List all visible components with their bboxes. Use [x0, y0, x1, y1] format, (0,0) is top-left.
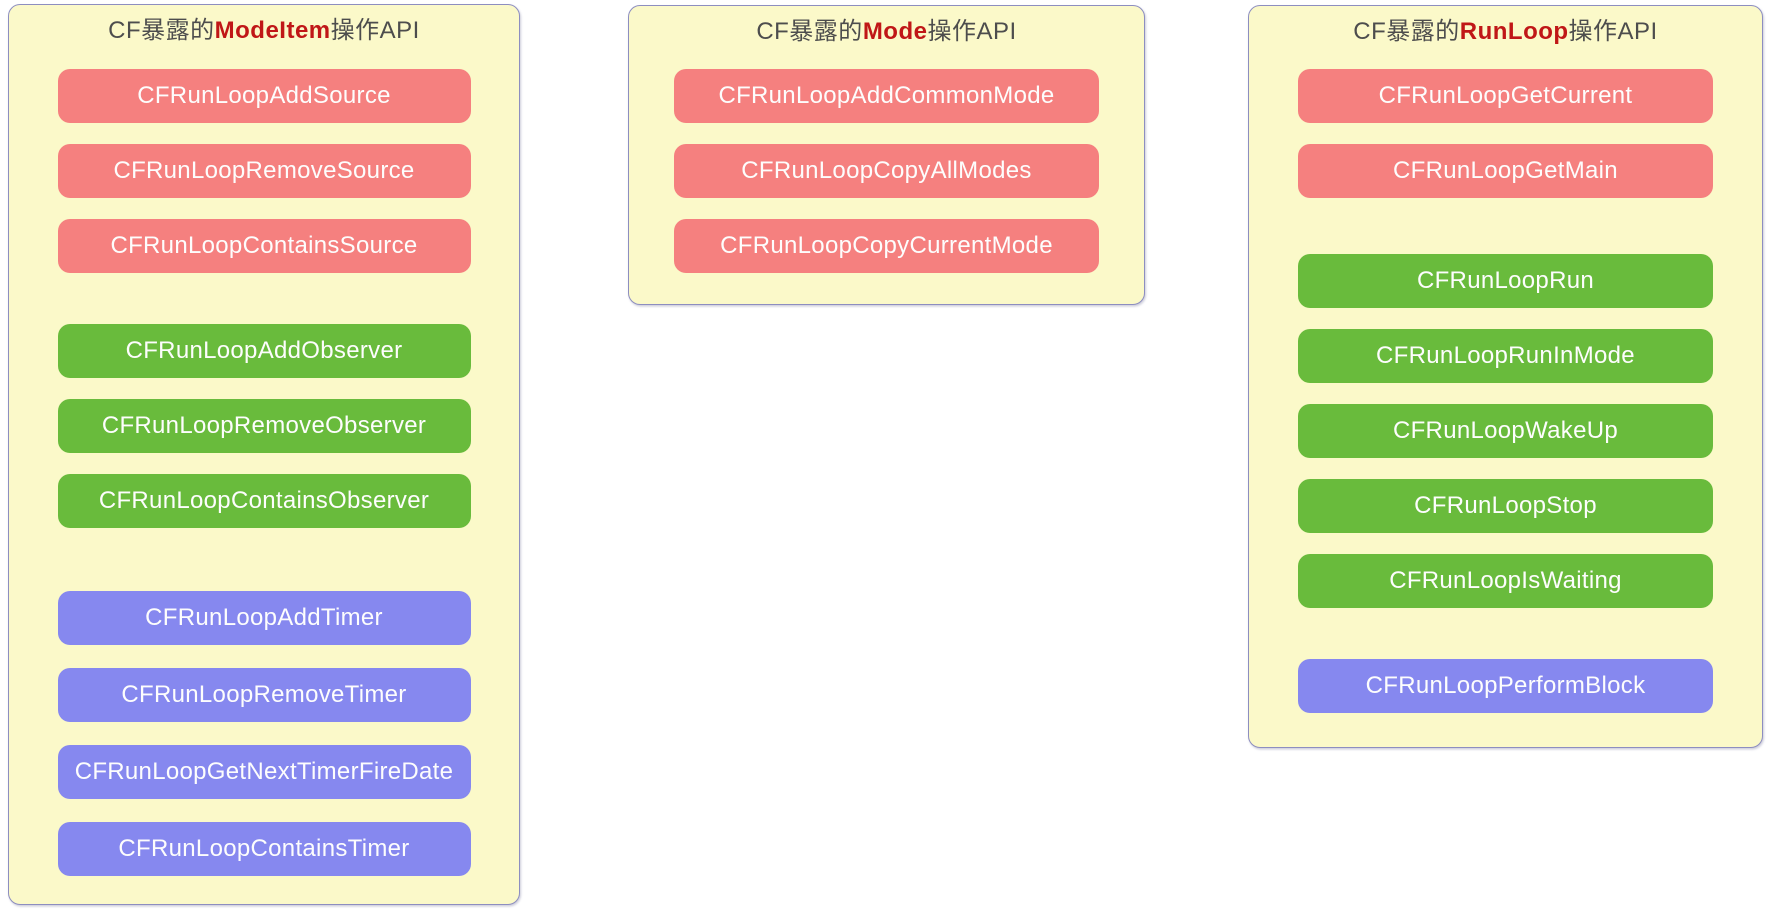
- box-cfrunloopgetmain: CFRunLoopGetMain: [1298, 144, 1713, 198]
- title-prefix: CF暴露的: [756, 18, 863, 45]
- box-cfrunloopaddobserver: CFRunLoopAddObserver: [57, 324, 471, 378]
- panel-mode-api: CF暴露的Mode操作API CFRunLoopAddCommonMode CF…: [628, 5, 1145, 305]
- title-suffix: 操作API: [927, 18, 1017, 45]
- observer-api-group: CFRunLoopAddObserver CFRunLoopRemoveObse…: [9, 324, 519, 528]
- timer-api-group: CFRunLoopAddTimer CFRunLoopRemoveTimer C…: [9, 591, 519, 876]
- box-cfrunloopgetcurrent: CFRunLoopGetCurrent: [1298, 69, 1713, 123]
- box-cfrunloopremovetimer: CFRunLoopRemoveTimer: [57, 668, 471, 722]
- box-cfrunloopcopycurrentmode: CFRunLoopCopyCurrentMode: [674, 219, 1099, 273]
- box-cfrunloopremoveobserver: CFRunLoopRemoveObserver: [57, 399, 471, 453]
- title-suffix: 操作API: [330, 17, 420, 44]
- box-cfrunloopcontainssource: CFRunLoopContainsSource: [57, 219, 471, 273]
- box-cfrunloopgetnexttimerfiredate: CFRunLoopGetNextTimerFireDate: [57, 745, 471, 799]
- panel-mode-title: CF暴露的Mode操作API: [629, 18, 1144, 46]
- panel-runloop-api: CF暴露的RunLoop操作API CFRunLoopGetCurrent CF…: [1248, 5, 1763, 748]
- source-api-group: CFRunLoopAddSource CFRunLoopRemoveSource…: [9, 69, 519, 273]
- title-prefix: CF暴露的: [108, 17, 215, 44]
- title-keyword: RunLoop: [1459, 18, 1569, 45]
- title-suffix: 操作API: [1568, 18, 1658, 45]
- box-cfrunloopruninmode: CFRunLoopRunInMode: [1298, 329, 1713, 383]
- runloop-block-api-group: CFRunLoopPerformBlock: [1249, 659, 1762, 713]
- title-keyword: ModeItem: [214, 17, 331, 44]
- panel-modeitem-title: CF暴露的ModeItem操作API: [9, 17, 519, 45]
- runloop-get-api-group: CFRunLoopGetCurrent CFRunLoopGetMain: [1249, 69, 1762, 198]
- box-cfrunloopremovesource: CFRunLoopRemoveSource: [57, 144, 471, 198]
- runloop-run-api-group: CFRunLoopRun CFRunLoopRunInMode CFRunLoo…: [1249, 254, 1762, 608]
- box-cfrunloopcontainstimer: CFRunLoopContainsTimer: [57, 822, 471, 876]
- box-cfrunloopcontainsobserver: CFRunLoopContainsObserver: [57, 474, 471, 528]
- title-keyword: Mode: [862, 18, 928, 45]
- box-cfrunloopwakeup: CFRunLoopWakeUp: [1298, 404, 1713, 458]
- panel-modeitem-api: CF暴露的ModeItem操作API CFRunLoopAddSource CF…: [8, 4, 520, 905]
- box-cfrunloopaddcommonmode: CFRunLoopAddCommonMode: [674, 69, 1099, 123]
- title-prefix: CF暴露的: [1353, 18, 1460, 45]
- box-cfrunloopiswaiting: CFRunLoopIsWaiting: [1298, 554, 1713, 608]
- box-cfrunloopperformblock: CFRunLoopPerformBlock: [1298, 659, 1713, 713]
- mode-api-group: CFRunLoopAddCommonMode CFRunLoopCopyAllM…: [629, 69, 1144, 273]
- box-cfrunloopstop: CFRunLoopStop: [1298, 479, 1713, 533]
- box-cfrunloopaddtimer: CFRunLoopAddTimer: [57, 591, 471, 645]
- panel-runloop-title: CF暴露的RunLoop操作API: [1249, 18, 1762, 46]
- box-cfrunloopaddsource: CFRunLoopAddSource: [57, 69, 471, 123]
- box-cfrunloopcopyallmodes: CFRunLoopCopyAllModes: [674, 144, 1099, 198]
- box-cfrunlooprun: CFRunLoopRun: [1298, 254, 1713, 308]
